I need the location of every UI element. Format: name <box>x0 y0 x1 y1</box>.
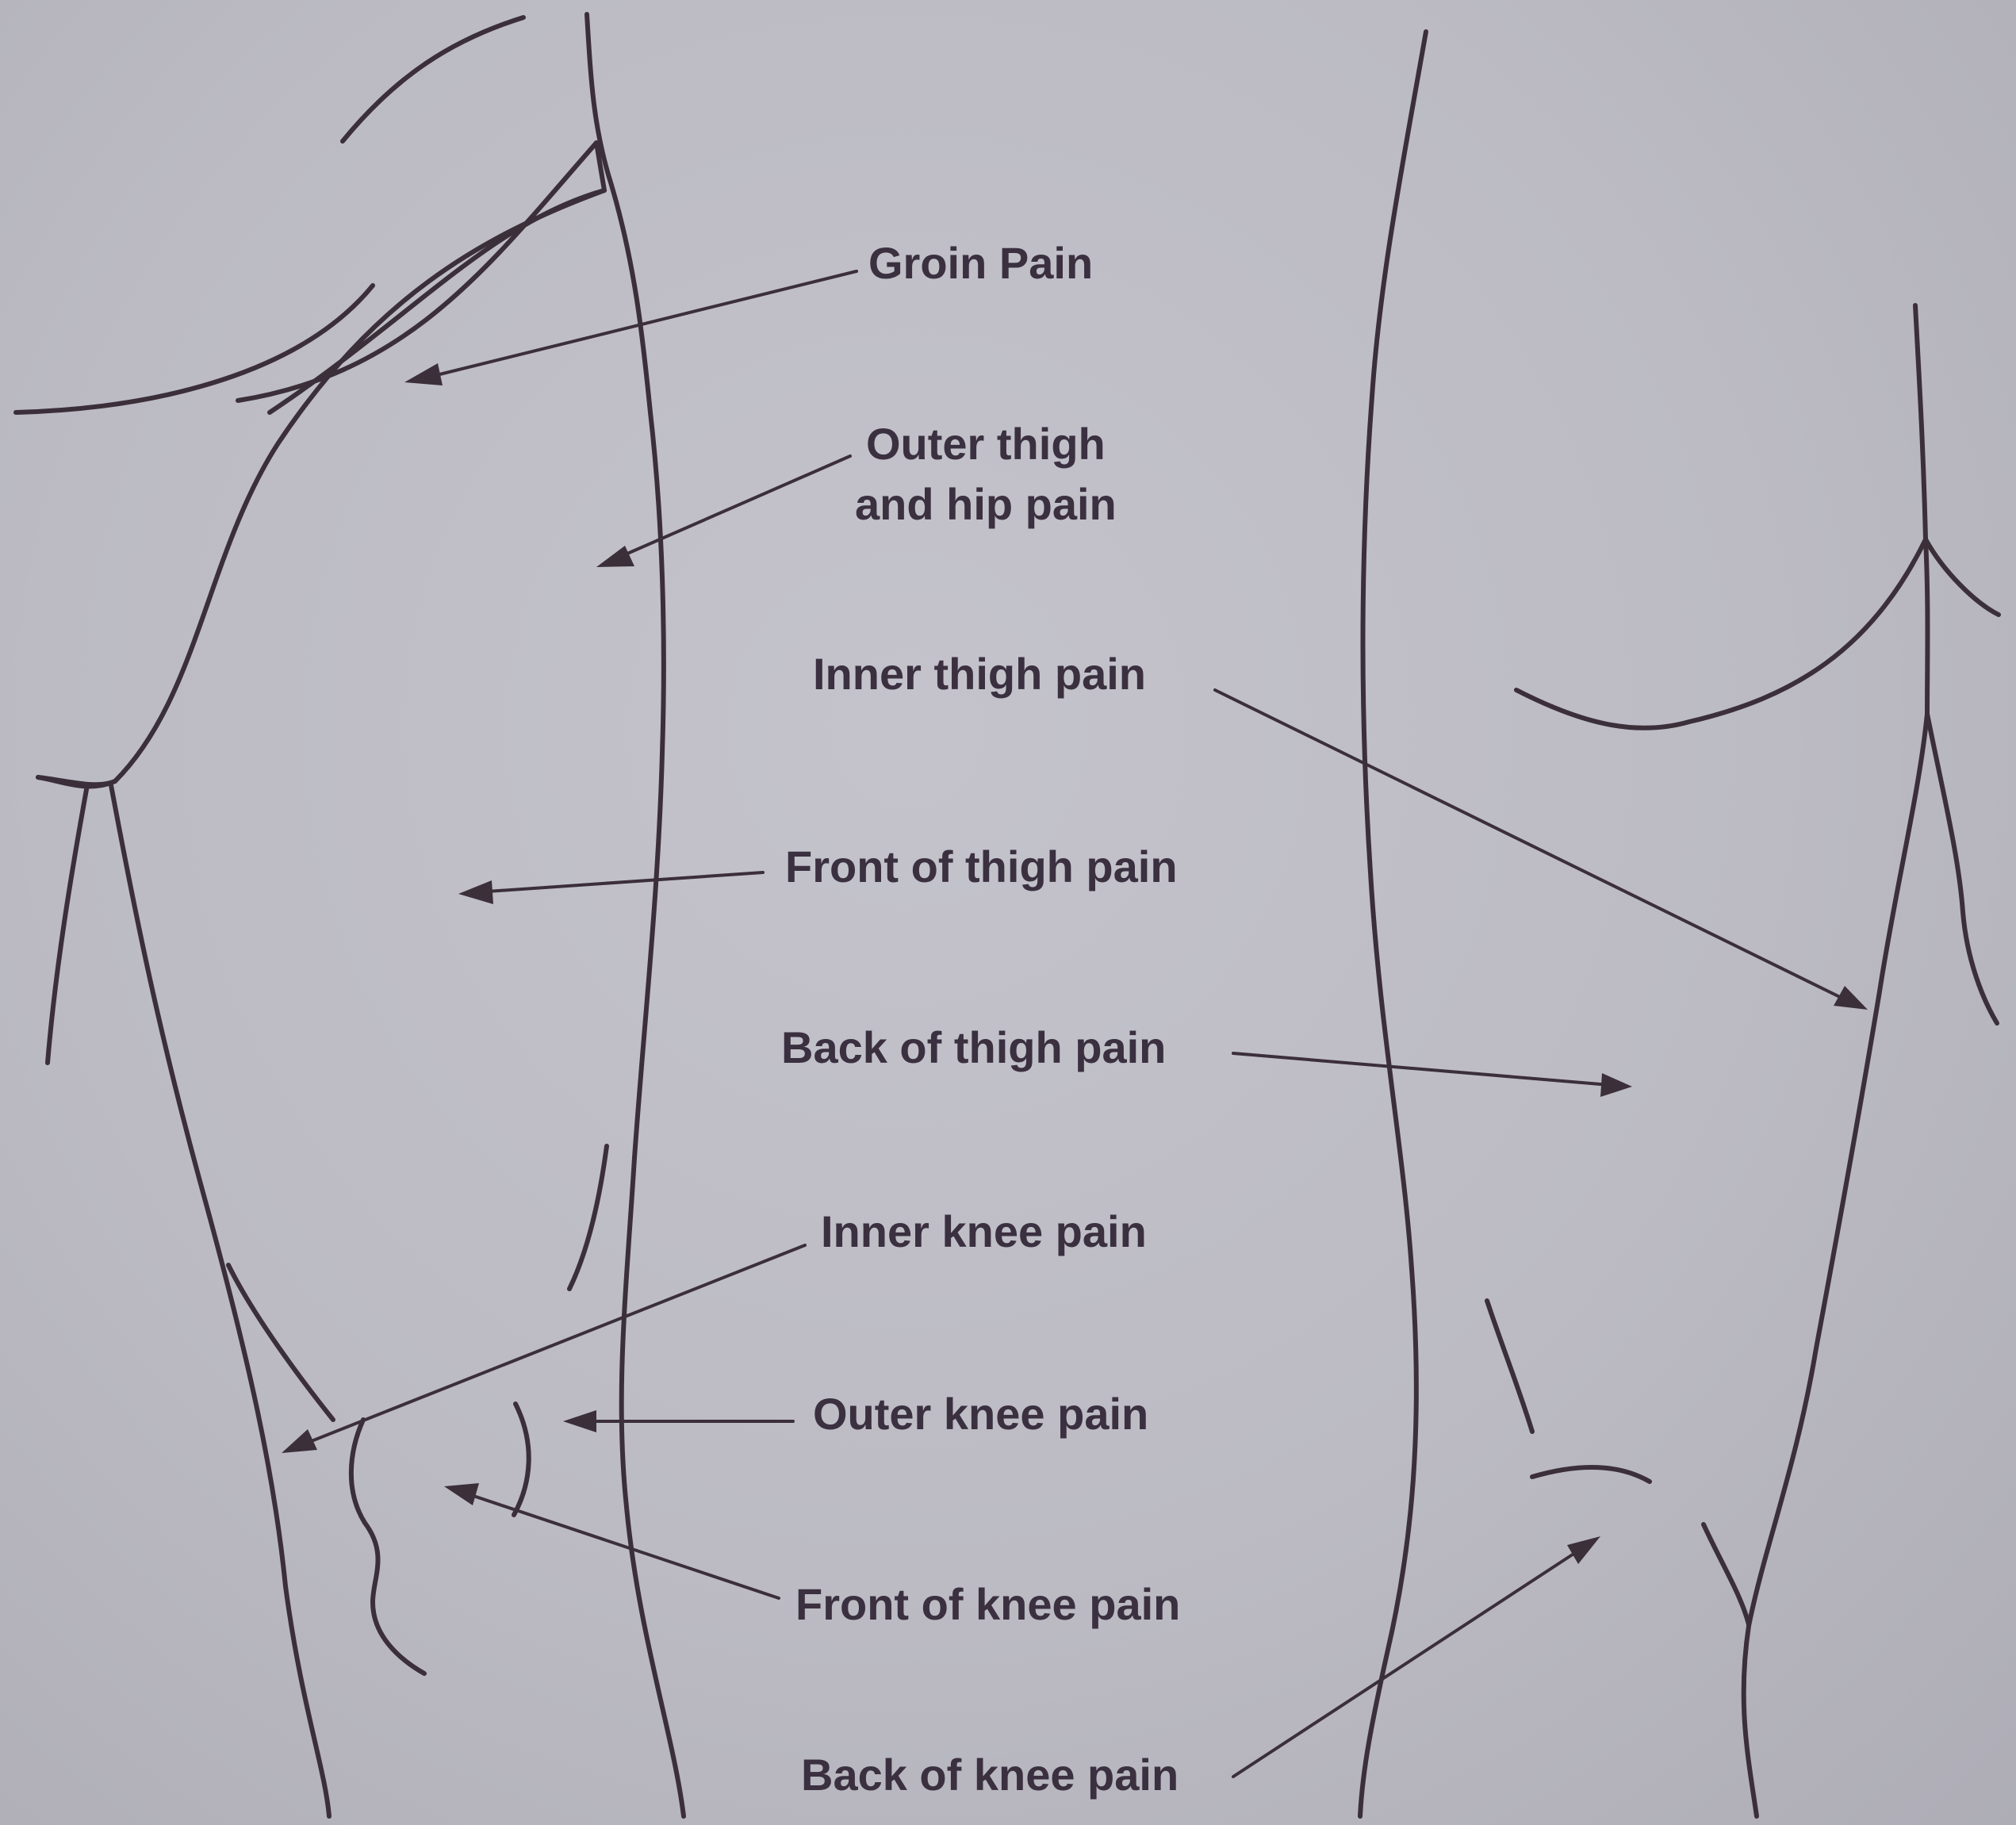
back-inner-line <box>1744 305 1928 1816</box>
waist-line <box>16 286 373 412</box>
back-view-leg <box>1360 32 1999 1816</box>
arrow-front-thigh <box>476 872 763 892</box>
label-back-knee-pain: Back of knee pain <box>801 1745 1179 1805</box>
label-front-knee-pain: Front of knee pain <box>795 1574 1180 1635</box>
label-front-thigh-text: Front of thigh pain <box>785 837 1178 897</box>
label-inner-knee-pain: Inner knee pain <box>821 1202 1147 1262</box>
arrowhead-inner-knee <box>282 1429 317 1453</box>
label-front-thigh-pain: Front of thigh pain <box>785 837 1178 897</box>
inner-leg-line <box>111 785 329 1816</box>
thigh-inner-line <box>587 14 684 1816</box>
outer-thigh-line <box>38 190 604 786</box>
arrowhead-inner-thigh <box>1834 986 1868 1010</box>
label-outer-thigh-hip-line2: and hip pain <box>855 474 1117 535</box>
knee-outer-mark <box>569 1146 607 1289</box>
arrowhead-front-thigh <box>458 880 493 904</box>
label-back-thigh-pain: Back of thigh pain <box>781 1018 1166 1078</box>
arrowhead-outer-knee <box>563 1410 596 1432</box>
label-outer-thigh-hip-pain: Outer thigh and hip pain <box>855 414 1117 535</box>
front-view-leg <box>16 14 684 1816</box>
knee-outer-arc <box>514 1404 529 1515</box>
label-outer-thigh-hip-line1: Outer thigh <box>855 414 1117 474</box>
label-inner-knee-text: Inner knee pain <box>821 1202 1147 1262</box>
label-inner-thigh-text: Inner thigh pain <box>813 644 1146 704</box>
hip-band-top <box>238 143 596 401</box>
gluteal-fold <box>1516 539 1926 728</box>
arrowhead-front-knee <box>444 1483 479 1505</box>
patella-curve <box>351 1420 424 1674</box>
outer-leg-line <box>48 785 87 1063</box>
arrow-inner-thigh <box>1215 690 1848 1001</box>
knee-cap-notch <box>38 777 115 784</box>
arrow-inner-knee <box>301 1245 805 1445</box>
label-back-thigh-text: Back of thigh pain <box>781 1018 1166 1078</box>
arrow-back-thigh <box>1233 1053 1610 1085</box>
label-groin-pain: Groin Pain <box>868 233 1093 293</box>
label-back-knee-text: Back of knee pain <box>801 1745 1179 1805</box>
torso-curve <box>343 17 523 141</box>
arrow-front-knee <box>464 1493 779 1598</box>
back-outer-line <box>1360 32 1426 1816</box>
label-inner-thigh-pain: Inner thigh pain <box>813 644 1146 704</box>
knee-back-mark-1 <box>1487 1301 1532 1432</box>
inner-thigh-fork <box>1927 714 1997 1023</box>
arrowhead-outer-thigh-hip <box>596 546 634 567</box>
arrow-groin <box>420 271 857 379</box>
arrow-back-knee <box>1233 1548 1582 1777</box>
knee-back-crease <box>1532 1467 1650 1482</box>
arrow-outer-thigh-hip <box>615 456 850 559</box>
buttock-crease <box>1926 539 1999 615</box>
knee-back-mark-2 <box>1704 1524 1749 1624</box>
label-outer-knee-text: Outer knee pain <box>813 1384 1148 1444</box>
arrowhead-back-thigh <box>1600 1073 1632 1097</box>
label-groin-pain-text: Groin Pain <box>868 233 1093 293</box>
arrowhead-groin <box>404 363 443 385</box>
arrowhead-back-knee <box>1567 1536 1600 1564</box>
label-front-knee-text: Front of knee pain <box>795 1574 1180 1635</box>
label-outer-knee-pain: Outer knee pain <box>813 1384 1148 1444</box>
